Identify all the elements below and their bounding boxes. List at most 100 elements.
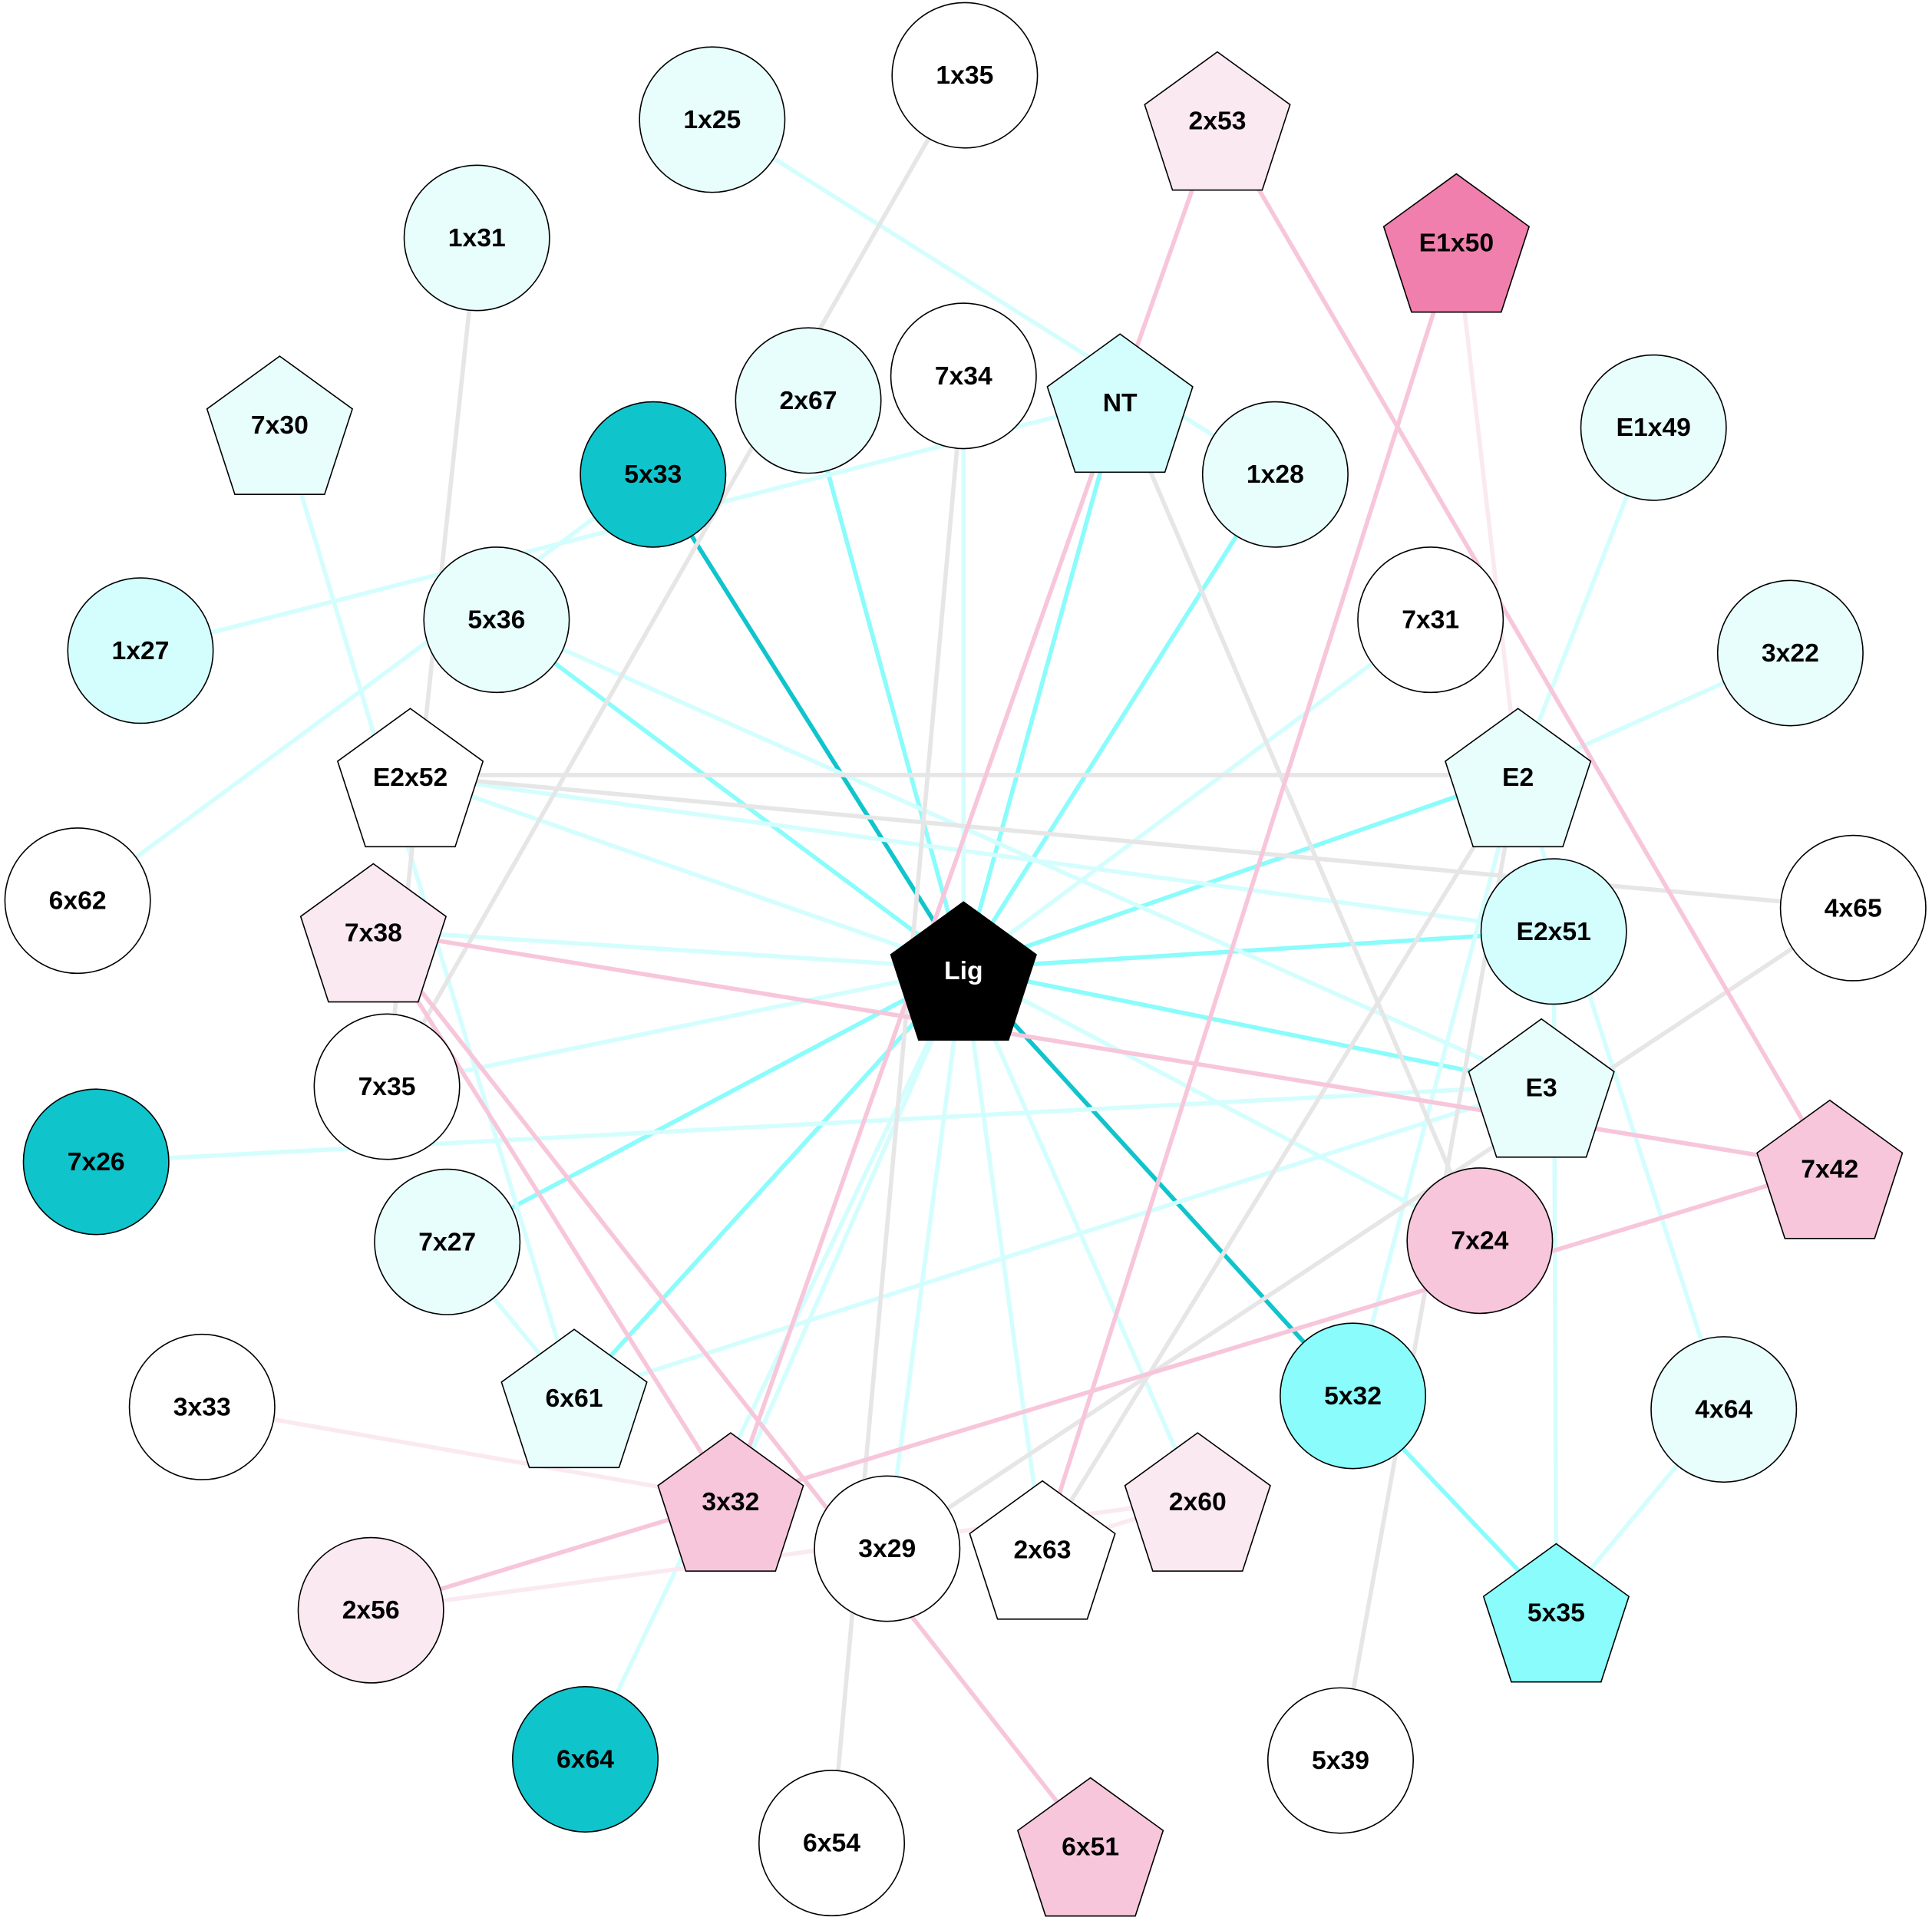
node-5x35[interactable]: 5x35 xyxy=(1482,1543,1630,1683)
pentagon-shape xyxy=(1046,333,1194,474)
node-2x56[interactable]: 2x56 xyxy=(297,1536,444,1684)
node-5x32[interactable]: 5x32 xyxy=(1280,1322,1427,1470)
node-E1x49[interactable]: E1x49 xyxy=(1580,354,1727,501)
node-label: 6x62 xyxy=(49,886,107,916)
edge-Lig-3x29 xyxy=(884,968,966,1549)
node-label: 5x32 xyxy=(1324,1381,1382,1411)
node-E2x51[interactable]: E2x51 xyxy=(1480,858,1627,1005)
node-label: 5x33 xyxy=(624,460,682,489)
edge-Lig-NT xyxy=(961,400,1122,969)
node-4x64[interactable]: 4x64 xyxy=(1650,1336,1798,1483)
pentagon-shape xyxy=(1482,1543,1630,1683)
node-2x53[interactable]: 2x53 xyxy=(1144,51,1291,191)
circle-shape xyxy=(735,327,882,474)
node-E2x52[interactable]: E2x52 xyxy=(336,708,484,848)
circle-shape xyxy=(1406,1167,1554,1315)
pentagon-shape xyxy=(1016,1777,1164,1917)
circle-shape xyxy=(1280,1322,1427,1470)
node-7x26[interactable]: 7x26 xyxy=(22,1088,170,1236)
node-5x39[interactable]: 5x39 xyxy=(1267,1687,1415,1834)
node-6x62[interactable]: 6x62 xyxy=(4,827,151,975)
node-label: E3 xyxy=(1526,1074,1557,1103)
node-3x29[interactable]: 3x29 xyxy=(814,1475,961,1622)
edge-Lig-E3 xyxy=(963,966,1542,1088)
node-7x35[interactable]: 7x35 xyxy=(313,1013,461,1160)
circle-shape xyxy=(1201,401,1349,548)
node-7x30[interactable]: 7x30 xyxy=(206,355,354,496)
node-label: 5x35 xyxy=(1527,1598,1585,1627)
circle-shape xyxy=(1267,1687,1415,1834)
circle-shape xyxy=(1779,834,1927,982)
node-1x35[interactable]: 1x35 xyxy=(891,2,1039,149)
pentagon-shape xyxy=(336,708,484,848)
pentagon-shape xyxy=(299,863,447,1003)
edge-Lig-E2 xyxy=(963,773,1519,971)
circle-shape xyxy=(403,164,550,312)
pentagon-shape xyxy=(1382,173,1531,313)
node-label: 7x24 xyxy=(1451,1226,1508,1256)
edge-Lig-7x31 xyxy=(962,618,1432,971)
node-1x25[interactable]: 1x25 xyxy=(639,46,786,193)
node-label: 1x31 xyxy=(448,223,506,252)
node-1x28[interactable]: 1x28 xyxy=(1201,401,1349,548)
node-5x36[interactable]: 5x36 xyxy=(423,546,570,694)
node-E1x50[interactable]: E1x50 xyxy=(1382,173,1531,313)
node-6x51[interactable]: 6x51 xyxy=(1016,1777,1164,1917)
circle-shape xyxy=(890,302,1037,450)
edge-Lig-5x36 xyxy=(495,618,965,971)
circle-shape xyxy=(313,1013,461,1160)
edge-1x35-7x35 xyxy=(385,74,967,1088)
node-6x64[interactable]: 6x64 xyxy=(511,1685,659,1833)
node-2x63[interactable]: 2x63 xyxy=(969,1480,1116,1620)
node-label: E1x49 xyxy=(1617,413,1691,442)
circle-shape xyxy=(1716,579,1864,727)
node-1x31[interactable]: 1x31 xyxy=(403,164,550,312)
node-label: 7x31 xyxy=(1402,605,1459,635)
edge-Lig-2x67 xyxy=(806,400,966,969)
node-1x27[interactable]: 1x27 xyxy=(67,577,214,724)
node-7x27[interactable]: 7x27 xyxy=(374,1168,521,1315)
node-5x33[interactable]: 5x33 xyxy=(580,401,727,548)
node-label: 7x42 xyxy=(1801,1155,1858,1184)
node-label: 7x26 xyxy=(68,1147,125,1176)
node-4x65[interactable]: 4x65 xyxy=(1779,834,1927,982)
node-7x34[interactable]: 7x34 xyxy=(890,302,1037,450)
node-7x31[interactable]: 7x31 xyxy=(1357,546,1504,694)
node-7x24[interactable]: 7x24 xyxy=(1406,1167,1554,1315)
node-E2[interactable]: E2 xyxy=(1444,708,1592,848)
node-2x67[interactable]: 2x67 xyxy=(735,327,882,474)
circle-shape xyxy=(814,1475,961,1622)
edge-2x53-7x42 xyxy=(1215,117,1832,1168)
edge-7x38-6x51 xyxy=(372,929,1092,1846)
node-3x32[interactable]: 3x32 xyxy=(657,1432,804,1572)
node-NT[interactable]: NT xyxy=(1046,333,1194,474)
circle-shape xyxy=(128,1333,276,1480)
node-7x42[interactable]: 7x42 xyxy=(1756,1099,1904,1239)
circle-shape xyxy=(580,401,727,548)
edge-E1x50-2x63 xyxy=(1040,239,1459,1549)
circle-shape xyxy=(4,827,151,975)
node-label: 1x25 xyxy=(683,105,741,134)
node-3x22[interactable]: 3x22 xyxy=(1716,579,1864,727)
node-6x61[interactable]: 6x61 xyxy=(500,1328,648,1469)
node-Lig[interactable]: Lig xyxy=(890,901,1037,1041)
edge-7x42-2x56 xyxy=(370,1164,1831,1612)
node-label: 2x60 xyxy=(1169,1487,1227,1516)
node-label: 7x38 xyxy=(345,918,402,947)
node-2x60[interactable]: 2x60 xyxy=(1124,1432,1271,1572)
node-label: Lig xyxy=(944,956,983,985)
node-E3[interactable]: E3 xyxy=(1468,1018,1615,1158)
edge-Lig-6x61 xyxy=(572,967,966,1397)
circle-shape xyxy=(374,1168,521,1315)
pentagon-shape xyxy=(1124,1432,1271,1572)
node-label: 2x67 xyxy=(780,386,837,415)
node-3x33[interactable]: 3x33 xyxy=(128,1333,276,1480)
circle-shape xyxy=(511,1685,659,1833)
circle-shape xyxy=(891,2,1039,149)
edge-Lig-7x27 xyxy=(446,966,965,1244)
node-6x54[interactable]: 6x54 xyxy=(758,1770,906,1917)
edge-3x33-3x32 xyxy=(201,1404,732,1502)
node-label: 4x64 xyxy=(1695,1395,1752,1424)
node-7x38[interactable]: 7x38 xyxy=(299,863,447,1003)
